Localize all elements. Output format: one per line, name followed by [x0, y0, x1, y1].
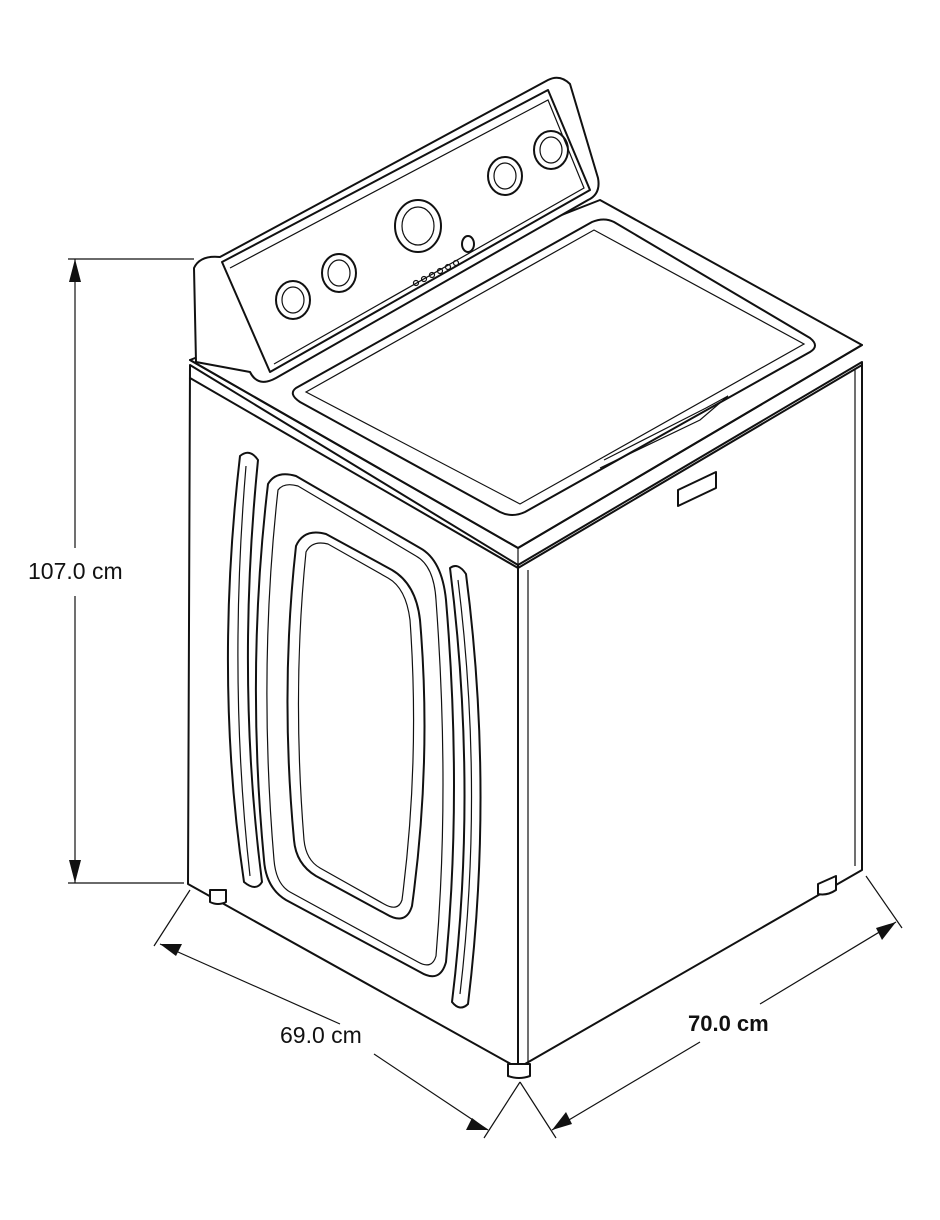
depth-label: 70.0 cm	[688, 1011, 769, 1036]
depth-arrow-left	[552, 1112, 572, 1130]
depth-arrow-right	[876, 922, 896, 940]
height-arrow-top	[69, 259, 81, 282]
knob-right-2	[533, 130, 569, 170]
depth-dimension	[519, 875, 903, 1139]
lid-handle	[599, 395, 729, 469]
height-dimension	[68, 258, 194, 884]
cabinet-side-face	[517, 361, 863, 1069]
foot-front-center	[507, 1063, 531, 1079]
front-door-window	[286, 531, 426, 920]
knob-center	[394, 199, 442, 253]
washer-lid	[291, 218, 816, 516]
height-label: 107.0 cm	[28, 558, 123, 584]
height-arrow-bottom	[69, 860, 81, 883]
width-arrow-left	[160, 944, 182, 956]
side-badge	[677, 471, 717, 507]
width-arrow-right	[466, 1118, 488, 1130]
width-label: 69.0 cm	[280, 1022, 362, 1048]
knob-left-1	[275, 280, 311, 320]
foot-front-left	[209, 889, 227, 905]
front-left-strip	[226, 451, 263, 888]
indicator-button	[461, 235, 475, 253]
foot-rear-right	[817, 875, 837, 896]
indicator-lights	[412, 259, 460, 287]
knob-left-2	[321, 253, 357, 293]
front-door-outer	[254, 473, 455, 978]
knob-right-1	[487, 156, 523, 196]
front-right-strip	[449, 565, 482, 1009]
control-console	[193, 76, 600, 383]
width-dimension	[153, 889, 521, 1139]
